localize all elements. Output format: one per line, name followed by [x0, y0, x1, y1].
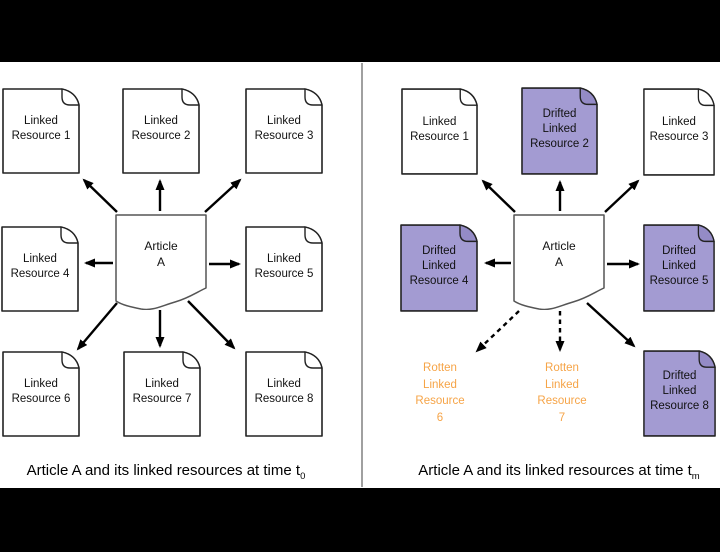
document-icon — [122, 88, 200, 174]
text-rotten-resource-7: Rotten Linked Resource 7 — [537, 362, 587, 424]
doc-drifted-resource-4: Drifted Linked Resource 4 — [400, 224, 478, 312]
doc-drifted-resource-8: Drifted Linked Resource 8 — [643, 350, 716, 437]
doc-label: Drifted Linked Resource 8 — [650, 370, 709, 412]
doc-linked-resource-5: Linked Resource 5 — [245, 226, 323, 312]
doc-drifted-resource-2: Drifted Linked Resource 2 — [521, 87, 598, 175]
article-document-icon — [115, 214, 207, 310]
document-icon — [1, 226, 79, 312]
article-label: Article A — [144, 239, 178, 269]
doc-drifted-resource-5: Drifted Linked Resource 5 — [643, 224, 715, 312]
doc-label: Drifted Linked Resource 4 — [409, 244, 469, 287]
doc-linked-resource-3: Linked Resource 3 — [245, 88, 323, 174]
doc-label: Linked Resource 3 — [649, 116, 709, 143]
document-icon — [245, 351, 323, 437]
doc-linked-resource-3: Linked Resource 3 — [643, 88, 715, 176]
document-icon — [521, 87, 598, 175]
document-icon — [401, 88, 478, 175]
doc-label: Drifted Linked Resource 2 — [530, 107, 589, 150]
letterbox-top — [0, 0, 720, 62]
doc-label: Linked Resource 5 — [254, 253, 314, 280]
document-icon — [643, 224, 715, 312]
document-icon — [245, 226, 323, 312]
caption-subscript: m — [691, 471, 700, 482]
doc-label: Linked Resource 8 — [254, 378, 314, 405]
article-a-node: Article A — [513, 214, 605, 310]
doc-linked-resource-1: Linked Resource 1 — [401, 88, 478, 175]
doc-linked-resource-8: Linked Resource 8 — [245, 351, 323, 437]
doc-label: Drifted Linked Resource 5 — [649, 244, 709, 287]
doc-label: Linked Resource 2 — [131, 115, 191, 142]
document-icon — [123, 351, 201, 437]
right-caption: Article A and its linked resources at ti… — [398, 462, 720, 482]
doc-linked-resource-2: Linked Resource 2 — [122, 88, 200, 174]
doc-linked-resource-1: Linked Resource 1 — [2, 88, 80, 174]
document-icon — [643, 350, 716, 437]
document-icon — [245, 88, 323, 174]
caption-subscript: 0 — [300, 471, 306, 482]
caption-text: Article A and its linked resources at ti… — [418, 462, 692, 479]
article-a-node: Article A — [115, 214, 207, 310]
caption-text: Article A and its linked resources at ti… — [26, 462, 301, 479]
document-icon — [2, 351, 80, 437]
document-icon — [643, 88, 715, 176]
doc-linked-resource-6: Linked Resource 6 — [2, 351, 80, 437]
article-label: Article A — [542, 239, 576, 269]
doc-label: Linked Resource 1 — [11, 115, 71, 142]
doc-label: Linked Resource 1 — [410, 115, 469, 143]
doc-linked-resource-4: Linked Resource 4 — [1, 226, 79, 312]
doc-label: Linked Resource 6 — [11, 378, 71, 405]
text-rotten-resource-6: Rotten Linked Resource 6 — [415, 362, 465, 424]
doc-label: Linked Resource 7 — [132, 378, 192, 405]
doc-label: Linked Resource 4 — [10, 253, 70, 280]
article-document-icon — [513, 214, 605, 310]
document-icon — [2, 88, 80, 174]
document-icon — [400, 224, 478, 312]
doc-linked-resource-7: Linked Resource 7 — [123, 351, 201, 437]
left-caption: Article A and its linked resources at ti… — [0, 462, 332, 482]
letterbox-bottom — [0, 488, 720, 552]
doc-label: Linked Resource 3 — [254, 115, 314, 142]
